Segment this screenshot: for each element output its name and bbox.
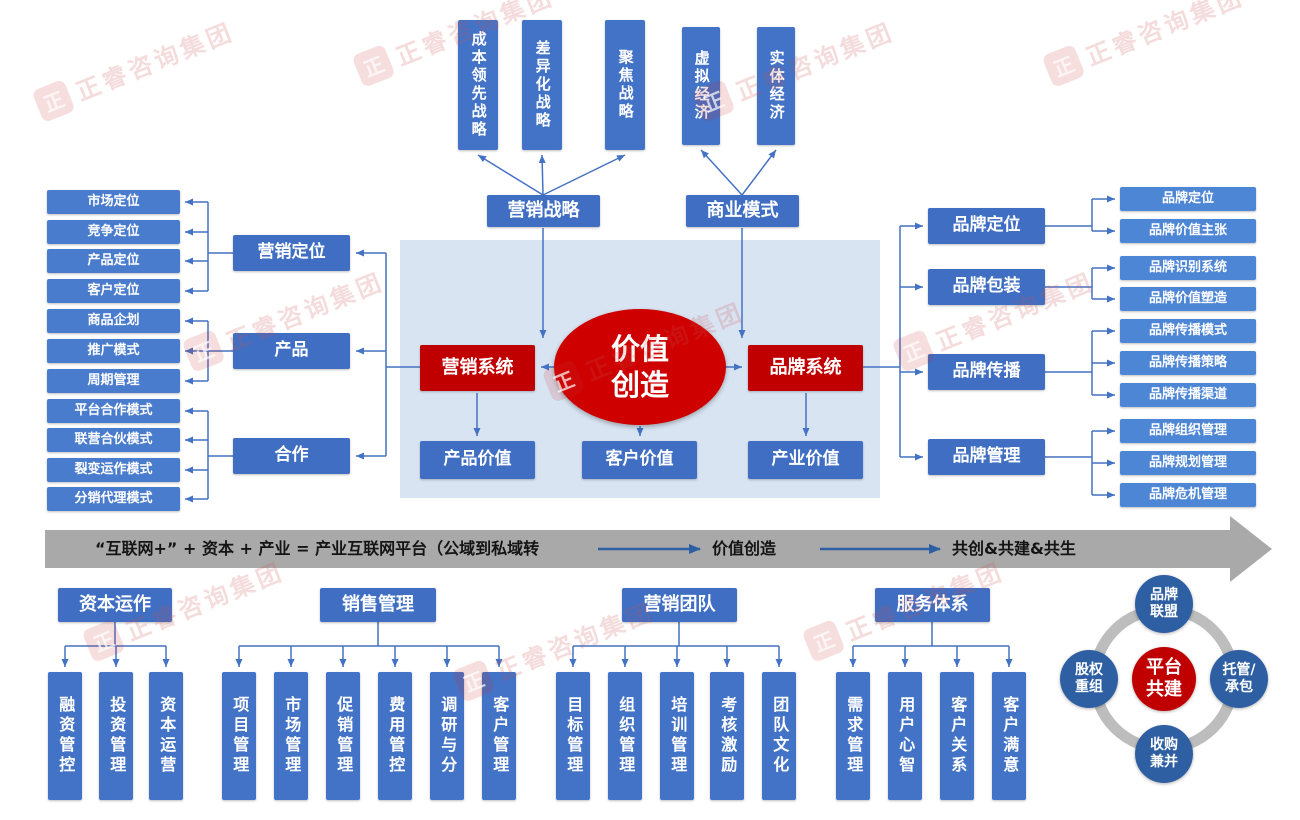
node-promotion-management: 促销管理 bbox=[326, 672, 360, 800]
node-org-management: 组织管理 bbox=[608, 672, 642, 800]
node-real-economy: 实体经济 bbox=[757, 27, 795, 145]
node-virtual-economy: 虚拟经济 bbox=[682, 27, 720, 145]
watermark-text: 正睿咨询集团 bbox=[72, 17, 239, 107]
watermark: 正正睿咨询集团 bbox=[1041, 0, 1249, 88]
node-focus-strategy: 聚焦战略 bbox=[605, 20, 645, 150]
node-goal-management: 目标管理 bbox=[556, 672, 590, 800]
node-product-value: 产品价值 bbox=[420, 441, 535, 479]
node-demand-management: 需求管理 bbox=[836, 672, 870, 800]
node-brand-positioning: 品牌定位 bbox=[928, 208, 1045, 244]
value-creation-label: 价值创造 bbox=[610, 331, 669, 402]
node-marketing-positioning: 营销定位 bbox=[233, 235, 350, 271]
watermark-text: 正睿咨询集团 bbox=[1082, 0, 1249, 72]
node-market-management: 市场管理 bbox=[274, 672, 308, 800]
node-cost-leadership: 成本领先战略 bbox=[458, 20, 498, 150]
node-financing-control: 融资管控 bbox=[48, 672, 82, 800]
node-brand-packaging: 品牌包装 bbox=[928, 269, 1045, 305]
hub-platform-cobuild-label: 平台共建 bbox=[1146, 657, 1182, 700]
node-market-positioning: 市场定位 bbox=[47, 190, 180, 214]
hub-platform-cobuild: 平台共建 bbox=[1132, 647, 1196, 711]
node-brand-comm-model: 品牌传播模式 bbox=[1120, 319, 1256, 343]
sat-brand-alliance: 品牌联盟 bbox=[1135, 575, 1193, 633]
node-team-culture: 团队文化 bbox=[762, 672, 796, 800]
node-joint-partnership-model: 联营合伙模式 bbox=[47, 428, 180, 452]
watermark: 正正睿咨询集团 bbox=[31, 12, 239, 123]
node-user-mind: 用户心智 bbox=[888, 672, 922, 800]
header-capital-operation: 资本运作 bbox=[58, 588, 172, 622]
node-brand-management: 品牌管理 bbox=[928, 439, 1045, 475]
node-customer-satisfaction: 客户满意 bbox=[992, 672, 1026, 800]
node-customer-positioning: 客户定位 bbox=[47, 279, 180, 303]
node-training-management: 培训管理 bbox=[660, 672, 694, 800]
node-brand-comm-strategy: 品牌传播策略 bbox=[1120, 351, 1256, 375]
node-investment-management: 投资管理 bbox=[99, 672, 133, 800]
header-marketing-team: 营销团队 bbox=[622, 588, 737, 622]
watermark: 正正睿咨询集团 bbox=[691, 12, 899, 123]
node-research-analysis: 调研与分 bbox=[430, 672, 464, 800]
watermark-seal-icon: 正 bbox=[1041, 43, 1086, 88]
node-brand-org-management: 品牌组织管理 bbox=[1120, 419, 1256, 443]
node-brand-positioning-sub: 品牌定位 bbox=[1120, 187, 1256, 211]
watermark-text: 正睿咨询集团 bbox=[732, 17, 899, 107]
node-brand-planning-management: 品牌规划管理 bbox=[1120, 451, 1256, 475]
node-differentiation: 差异化战略 bbox=[522, 20, 562, 150]
node-merchandise-planning: 商品企划 bbox=[47, 309, 180, 333]
node-distribution-agency-model: 分销代理模式 bbox=[47, 487, 180, 511]
node-cooperation: 合作 bbox=[233, 438, 350, 474]
node-customer-value: 客户价值 bbox=[582, 441, 697, 479]
watermark-seal-icon: 正 bbox=[351, 43, 396, 88]
node-expense-control: 费用管控 bbox=[378, 672, 412, 800]
node-brand-comm-channel: 品牌传播渠道 bbox=[1120, 383, 1256, 407]
node-fission-operation-model: 裂变运作模式 bbox=[47, 458, 180, 482]
node-marketing-system: 营销系统 bbox=[420, 345, 535, 391]
sat-brand-alliance-label: 品牌联盟 bbox=[1150, 587, 1178, 620]
node-platform-cooperation-model: 平台合作模式 bbox=[47, 399, 180, 423]
band-value-creation-text: 价值创造 bbox=[712, 539, 777, 558]
sat-equity-restructuring-label: 股权重组 bbox=[1075, 662, 1103, 695]
node-brand-system: 品牌系统 bbox=[748, 345, 863, 391]
node-brand-crisis-management: 品牌危机管理 bbox=[1120, 483, 1256, 507]
band-formula-text: “互联网+” + 资本 + 产业 = 产业互联网平台（公域到私域转 bbox=[95, 539, 540, 558]
sat-acquisition-merger-label: 收购兼并 bbox=[1150, 737, 1178, 770]
sat-acquisition-merger: 收购兼并 bbox=[1135, 725, 1193, 783]
watermark-seal-icon: 正 bbox=[81, 618, 126, 663]
header-service-system: 服务体系 bbox=[875, 588, 990, 622]
header-sales-management: 销售管理 bbox=[320, 588, 436, 622]
node-brand-identity-system: 品牌识别系统 bbox=[1120, 256, 1256, 280]
node-marketing-strategy: 营销战略 bbox=[487, 195, 600, 227]
node-brand-value-proposition: 品牌价值主张 bbox=[1120, 219, 1256, 243]
sat-trusteeship-contract: 托管/承包 bbox=[1210, 650, 1268, 708]
node-industry-value: 产业价值 bbox=[748, 441, 863, 479]
node-customer-relationship: 客户关系 bbox=[940, 672, 974, 800]
sat-equity-restructuring: 股权重组 bbox=[1060, 650, 1118, 708]
node-promotion-model: 推广模式 bbox=[47, 339, 180, 363]
node-business-model: 商业模式 bbox=[686, 195, 799, 227]
node-customer-management: 客户管理 bbox=[482, 672, 516, 800]
sat-trusteeship-contract-label: 托管/承包 bbox=[1222, 662, 1256, 695]
node-project-management: 项目管理 bbox=[222, 672, 256, 800]
node-competition-positioning: 竞争定位 bbox=[47, 220, 180, 244]
node-capital-operation: 资本运营 bbox=[149, 672, 183, 800]
node-value-creation: 价值创造 bbox=[554, 309, 726, 425]
node-cycle-management: 周期管理 bbox=[47, 369, 180, 393]
node-product-positioning: 产品定位 bbox=[47, 249, 180, 273]
node-brand-communication: 品牌传播 bbox=[928, 354, 1045, 390]
watermark-seal-icon: 正 bbox=[181, 328, 226, 373]
node-brand-value-shaping: 品牌价值塑造 bbox=[1120, 287, 1256, 311]
node-assessment-incentive: 考核激励 bbox=[710, 672, 744, 800]
band-cocreate-text: 共创&共建&共生 bbox=[952, 539, 1076, 558]
watermark-seal-icon: 正 bbox=[801, 618, 846, 663]
node-product: 产品 bbox=[233, 333, 350, 369]
watermark-seal-icon: 正 bbox=[31, 78, 76, 123]
